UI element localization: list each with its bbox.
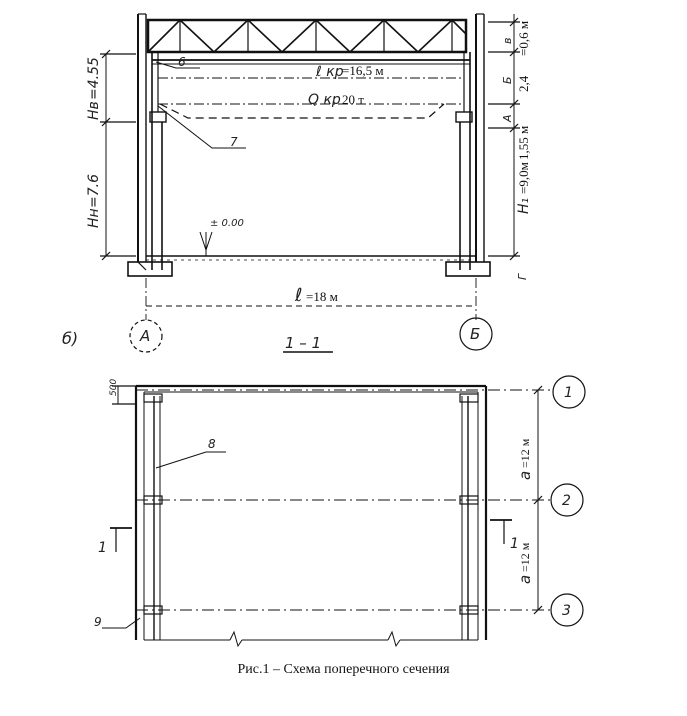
leader-9 bbox=[102, 617, 141, 629]
span-label: ℓ bbox=[294, 285, 302, 306]
dim-a-value: 1,55 м bbox=[516, 126, 531, 160]
axis-3-label: 3 bbox=[562, 603, 571, 619]
leader-6-label: 6 bbox=[178, 55, 186, 69]
figure-caption: Рис.1 – Схема поперечного сечения bbox=[237, 662, 450, 677]
h-upper-label: Hв bbox=[86, 101, 102, 120]
crane-capacity-value: 20 т bbox=[342, 92, 364, 107]
span-value: =18 м bbox=[306, 289, 338, 304]
plan-view-text: 500 а =12 м а =12 м 1 2 3 8 9 1 1 bbox=[94, 379, 573, 629]
crane-bridge bbox=[152, 59, 470, 65]
section-view bbox=[100, 13, 520, 353]
leader-6 bbox=[155, 61, 200, 69]
dim-500: 500 bbox=[109, 379, 119, 396]
cut-label-left: 1 bbox=[98, 540, 107, 556]
dim-g-label: Г bbox=[516, 273, 529, 280]
axis-1-label: 1 bbox=[564, 385, 573, 401]
section-label: 1 – 1 bbox=[285, 334, 321, 352]
axis-bubble-a bbox=[129, 319, 163, 353]
step-value-upper: =12 м bbox=[518, 438, 532, 468]
right-dim-chain bbox=[488, 14, 520, 261]
step-value-lower: =12 м bbox=[518, 542, 532, 572]
left-column bbox=[127, 52, 173, 277]
axis-bubble-2 bbox=[550, 483, 584, 517]
dim-b-label: Б bbox=[501, 76, 514, 84]
axis-bubble-b bbox=[459, 317, 493, 351]
leader-8-label: 8 bbox=[208, 437, 216, 451]
crane-span-label: ℓ кр bbox=[315, 64, 344, 80]
span-dim bbox=[145, 278, 477, 320]
view-b-label: б) bbox=[62, 329, 78, 348]
axis-2-label: 2 bbox=[562, 493, 571, 509]
axis-b-label: Б bbox=[470, 325, 480, 343]
h1-label: H₁ bbox=[516, 198, 532, 214]
roof-truss bbox=[146, 18, 468, 54]
h-lower-label: Hн bbox=[86, 208, 102, 228]
h1-value: =9,0м bbox=[516, 162, 531, 194]
leader-7-label: 7 bbox=[230, 135, 238, 149]
dim-v-label: в bbox=[501, 38, 514, 44]
right-wall bbox=[475, 13, 485, 262]
elevation-zero: ± 0.00 bbox=[210, 218, 244, 229]
left-dim-chain bbox=[100, 49, 136, 261]
crane-capacity-label: Q кр bbox=[308, 92, 341, 108]
h-upper-value: =4.55 bbox=[86, 57, 102, 100]
axis-bubble-1 bbox=[552, 375, 586, 409]
crane-hook-path bbox=[159, 103, 445, 119]
cut-label-right: 1 bbox=[510, 536, 519, 552]
section-view-text: ℓ =18 м ℓ кр =16,5 м Q кр 20 т ± 0.00 Hв… bbox=[62, 21, 532, 352]
left-wall bbox=[137, 13, 147, 262]
h-lower-value: =7.6 bbox=[86, 174, 102, 208]
leader-7 bbox=[157, 105, 246, 149]
right-column bbox=[445, 52, 491, 277]
step-label-upper: а bbox=[516, 471, 534, 480]
leader-9-label: 9 bbox=[94, 615, 102, 629]
dim-v-value: =0,6 м bbox=[516, 21, 531, 56]
axis-bubble-3 bbox=[550, 593, 584, 627]
plan-view bbox=[102, 375, 586, 648]
dim-a-label: А bbox=[501, 114, 514, 123]
crane-span-value: =16,5 м bbox=[342, 63, 384, 78]
floor-line bbox=[146, 231, 476, 261]
step-label-lower: а bbox=[516, 575, 534, 584]
axis-a-label: А bbox=[139, 327, 150, 345]
leader-8 bbox=[155, 451, 226, 469]
dim-b-value: 2,4 bbox=[516, 75, 531, 92]
